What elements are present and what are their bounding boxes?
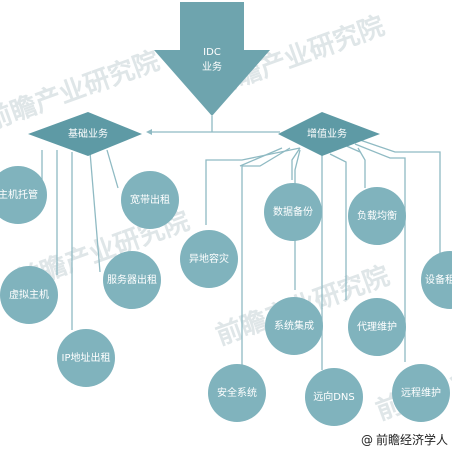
value-added-child-circle [264, 183, 322, 241]
footer-credit-text: 前瞻经济学人 [375, 433, 448, 447]
basic-child-circle [57, 329, 115, 387]
value-added-child-node: 异地容灾 [180, 230, 238, 288]
connector-line [359, 139, 441, 255]
idc-arrow-line1: IDC [203, 47, 221, 58]
basic-child-node: IP地址出租 [57, 329, 115, 387]
connector-line [239, 147, 283, 167]
footer-credit: @ 前瞻经济学人 [361, 431, 448, 448]
connector-line [357, 147, 366, 188]
basic-child-circle [0, 266, 58, 324]
connector-line [205, 147, 301, 225]
value-added-child-circle [180, 230, 238, 288]
value-added-child-label: 远程维护 [401, 386, 441, 399]
basic-child-label: IP地址出租 [62, 351, 111, 364]
value-added-child-label: 负载均衡 [357, 209, 397, 222]
value-added-child-label: 安全系统 [217, 386, 257, 399]
value-added-child-label: 设备租 [425, 273, 452, 286]
basic-child-node: 虚拟主机 [0, 266, 58, 324]
basic-child-label: 虚拟主机 [9, 288, 49, 301]
value-added-diamond [278, 112, 380, 156]
value-added-child-circle [392, 364, 450, 422]
value-added-child-circle [421, 251, 452, 309]
connector-line [106, 149, 119, 189]
basic-business-label: 基础业务 [68, 127, 108, 140]
basic-child-label: 服务器出租 [107, 273, 157, 286]
basic-child-circle [121, 171, 179, 229]
connector-lines [37, 116, 441, 372]
value-added-child-label: 系统集成 [274, 319, 314, 332]
connector-line [89, 151, 101, 273]
basic-child-circle [103, 251, 161, 309]
value-added-child-label: 数据备份 [273, 205, 313, 218]
value-added-child-label: 代理维护 [357, 320, 397, 333]
value-added-child-label: 远向DNS [313, 390, 355, 403]
value-added-child-node: 安全系统 [208, 364, 266, 422]
value-added-child-node: 数据备份 [264, 183, 322, 241]
value-added-child-node: 代理维护 [348, 298, 406, 356]
value-added-child-circle [305, 368, 363, 426]
value-added-child-node: 设备租 [421, 251, 452, 309]
basic-child-circle [0, 166, 47, 224]
value-added-child-node: 负载均衡 [348, 187, 406, 245]
copyright-icon: @ [360, 432, 373, 447]
value-added-child-node: 远程维护 [392, 364, 450, 422]
value-added-child-circle [208, 364, 266, 422]
footer-bar [0, 428, 452, 452]
connector-line [241, 147, 291, 372]
value-added-children: 数据备份 负载均衡 异地容灾 设备租 系统集成 代理维护 安全系统 远向DNS [180, 183, 452, 426]
connector-line [354, 143, 406, 362]
idc-arrow-shape [154, 2, 270, 116]
value-added-child-node: 远向DNS [305, 368, 363, 426]
value-added-child-circle [265, 297, 323, 355]
arrowhead [146, 129, 152, 135]
idc-arrow: IDC 业务 [154, 2, 270, 116]
value-added-child-label: 异地容灾 [189, 252, 229, 265]
basic-child-node: 宽带出租 [121, 171, 179, 229]
value-added-node: 增值业务 [278, 112, 380, 156]
basic-business-node: 基础业务 [28, 112, 142, 156]
basic-child-label: 主机托管 [0, 188, 38, 201]
value-added-child-node: 系统集成 [265, 297, 323, 355]
basic-business-diamond [28, 112, 142, 156]
basic-child-node: 服务器出租 [103, 251, 161, 309]
basic-child-label: 宽带出租 [130, 193, 170, 206]
connector-line [291, 147, 301, 180]
connector-line [294, 149, 301, 290]
basic-children: 主机托管 宽带出租 虚拟主机 服务器出租 IP地址出租 [0, 166, 179, 387]
value-added-label: 增值业务 [307, 127, 347, 140]
value-added-child-circle [348, 187, 406, 245]
connector-line [329, 153, 347, 300]
value-added-child-circle [348, 298, 406, 356]
idc-arrow-line2: 业务 [202, 60, 222, 73]
basic-child-node: 主机托管 [0, 166, 47, 224]
